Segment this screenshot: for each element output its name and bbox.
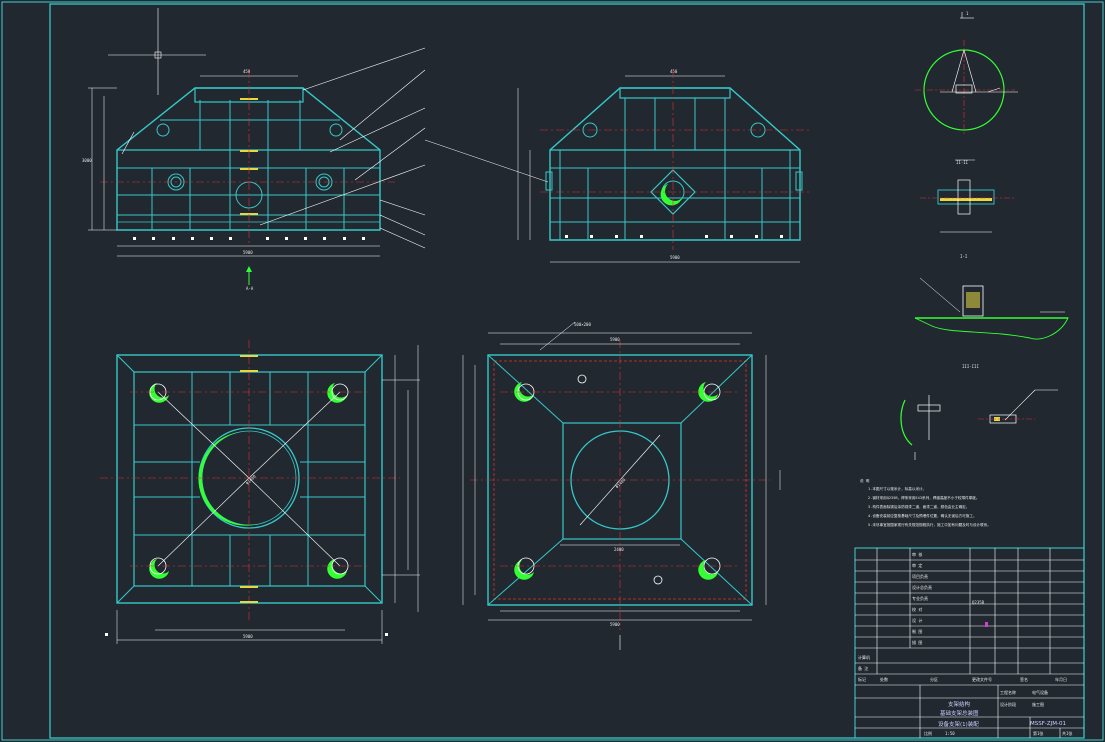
plan-top-view: Φ1400 5900 [100,340,420,644]
tb-row-2: 审 定 [912,562,922,568]
front-dim-height: 3000 [82,158,92,163]
tb-sheet-total: 共1张 [1062,730,1072,736]
note-2: 2.钢材采用Q235B，焊条采用E43系列，焊缝高度不小于较薄件厚度。 [868,495,979,500]
tb-sheet: 第1张 [1033,730,1043,736]
tb-sub-1: 标记 [858,676,866,682]
notes-title: 说 明 [860,478,870,483]
plan-base-dim-bottom: 5900 [610,622,620,627]
notes-block: 说 明 1.本图尺寸以毫米计，标高以米计。 2.钢材采用Q235B，焊条采用E4… [860,478,991,527]
note-3: 3.构件表面除锈后涂防锈漆二道，面漆二道，颜色由业主确定。 [868,504,969,509]
tb-row-10: 计算机 [858,654,870,660]
plan-base-dim-inner: 2400 [614,547,624,552]
plan-base-leader: 500×200 [574,322,591,327]
tb-row-5: 专业负责 [912,595,928,601]
tb-sub-6: 年月日 [1055,676,1067,682]
inner-frame [49,3,1085,739]
note-4: 4.设备安装前应复核基础尺寸及预埋件位置，确认无误后方可施工。 [868,513,977,518]
tb-title-sub2: 设备支架(1)装配 [938,720,979,728]
note-1: 1.本图尺寸以毫米计，标高以米计。 [868,486,926,491]
front-elevation-view: 450 [82,8,426,291]
tb-row-11: 备 注 [858,665,868,671]
tb-drawing-no: MSSF-ZJM-01 [1030,721,1066,727]
front-dim-top: 450 [243,69,251,74]
tb-sub-3: 分区 [930,676,938,682]
detail-1-label: 1 [966,11,969,16]
tb-material: Q235B [972,600,985,605]
side-dim-top: 450 [670,69,678,74]
tb-row-7: 设 计 [912,617,922,623]
tb-scale-label: 比例 [924,730,932,736]
detail-views: 1 II-II I-I III-III [900,11,1069,460]
detail-2-label: II-II [956,160,969,165]
title-block [854,547,1085,739]
note-5: 5.未尽事宜按国家现行有关规范规程执行，施工中如有问题及时与设计联系。 [868,522,991,527]
plan-base-dim-top: 5900 [610,337,620,342]
tb-stage-value: 施工图 [1032,701,1044,707]
tb-title-main: 支架结构 [948,700,971,708]
side-elevation-view: 450 5900 [424,69,810,263]
tb-row-3: 项目负责 [912,573,928,579]
tb-project-label: 工程名称 [1000,689,1016,695]
detail-4-label: III-III [962,364,979,369]
tb-sub-5: 签名 [1020,676,1028,682]
tb-row-6: 校 对 [912,606,922,612]
tb-title-sub: 基础支架总装图 [940,709,979,717]
plan-top-dim-width: 5900 [243,634,253,639]
front-dim-width: 5900 [243,250,253,255]
tb-project-value: 电气设备 [1032,689,1048,695]
tb-sub-2: 处数 [880,676,888,682]
tb-sub-4: 更改文件号 [972,676,992,682]
tb-row-1: 审 核 [912,551,922,557]
tb-row-8: 制 图 [912,628,922,634]
detail-3-label: I-I [960,254,968,259]
tb-stage-label: 设计阶段 [1000,701,1016,707]
tb-row-9: 描 图 [912,639,922,645]
plan-base-view: Φ1400 500×200 5900 2400 5900 [462,321,781,650]
title-block-text: 审 核 审 定 项目负责 设计总负责 专业负责 校 对 设 计 制 图 描 图 … [858,551,1072,736]
tb-row-4: 设计总负责 [912,584,932,590]
plan-base-circle-dia: Φ1400 [614,477,626,489]
tb-scale-value: 1:50 [945,731,955,736]
side-dim-width: 5900 [670,255,680,260]
front-section-label: A-A [246,286,254,291]
